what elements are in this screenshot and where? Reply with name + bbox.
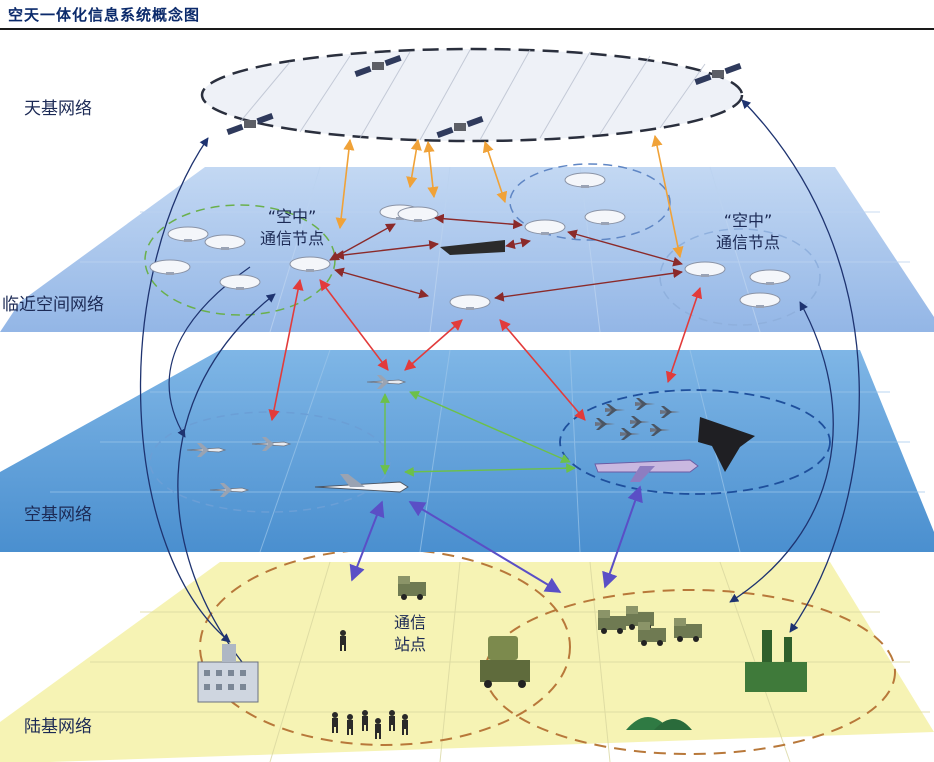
near-space-network-label: 临近空间网络 — [2, 295, 104, 315]
air-cluster-left — [149, 411, 391, 513]
air-node-right-quote: “空中” — [724, 211, 773, 230]
station-label-line1: 通信 — [394, 613, 426, 632]
title-divider — [0, 28, 934, 30]
arc-space-to-ground-right — [741, 99, 860, 633]
stealth-aircraft-icon — [440, 240, 505, 255]
building-icon — [197, 644, 259, 703]
concept-diagram: 天基网络 临近空间网络 空基网络 陆基网络 “空中” 通信节点 “空中” 通信节… — [0, 47, 934, 762]
transport-aircraft-icon — [594, 459, 699, 482]
air-ground-links — [349, 485, 643, 593]
air-node-left-quote: “空中” — [268, 207, 317, 226]
arc-space-to-ground-left — [139, 137, 231, 643]
station-label-line2: 站点 — [394, 635, 426, 654]
arc-near-to-ground-left — [177, 293, 276, 673]
tent-icon — [626, 717, 692, 730]
radar-vehicle-icon — [480, 636, 530, 688]
airliner-icon — [314, 474, 409, 493]
bomber-icon — [698, 417, 755, 472]
orbit-hatching — [239, 49, 706, 141]
air-network-label: 空基网络 — [24, 505, 92, 525]
antenna-station-icon — [745, 630, 807, 692]
air-node-right-label: 通信节点 — [716, 233, 780, 252]
ground-network-label: 陆基网络 — [24, 717, 92, 737]
arc-near-to-ground-right — [729, 301, 834, 603]
air-node-left-label: 通信节点 — [260, 229, 324, 248]
space-network-orbit — [200, 47, 744, 143]
air-internal-links — [380, 391, 576, 477]
near-space-mesh-links — [329, 213, 683, 302]
page-title: 空天一体化信息系统概念图 — [8, 6, 201, 24]
space-network-label: 天基网络 — [24, 99, 92, 119]
